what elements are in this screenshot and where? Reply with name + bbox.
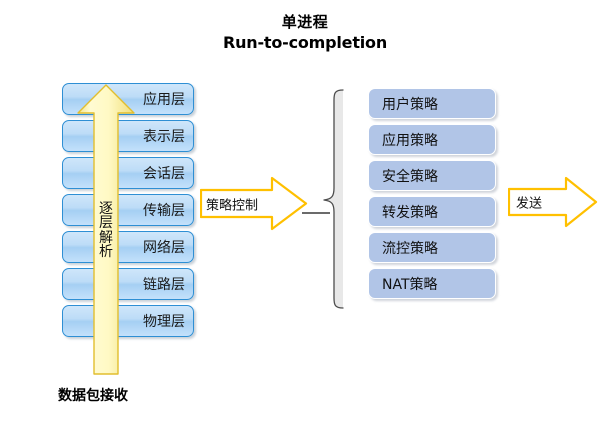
up-arrow-label: 逐 层 解 析 [76, 202, 136, 259]
policy-box-application[interactable]: 应用策略 [368, 124, 496, 155]
up-arrow-char: 解 [99, 229, 113, 246]
curly-brace-shape [323, 89, 344, 309]
layer-box-physical[interactable]: 物理层 [62, 305, 194, 337]
policy-label: 安全策略 [382, 168, 438, 185]
policy-group-brace [322, 88, 344, 310]
policy-label: 用户策略 [382, 96, 438, 113]
layer-box-presentation[interactable]: 表示层 [62, 120, 194, 152]
layer-parsing-up-arrow: 逐 层 解 析 [76, 84, 136, 376]
policy-box-security[interactable]: 安全策略 [368, 160, 496, 191]
layer-label: 传输层 [143, 203, 185, 219]
brace-connector-line [302, 200, 330, 214]
send-arrow-label: 发送 [516, 196, 543, 212]
policy-box-flow-control[interactable]: 流控策略 [368, 232, 496, 263]
policy-box-forwarding[interactable]: 转发策略 [368, 196, 496, 227]
policy-box-list: 用户策略 应用策略 安全策略 转发策略 流控策略 NAT策略 [368, 88, 496, 308]
layer-box-transport[interactable]: 传输层 [62, 194, 194, 226]
title-line-primary: 单进程 [281, 13, 329, 31]
policy-label: NAT策略 [382, 276, 438, 293]
layer-box-network[interactable]: 网络层 [62, 231, 194, 263]
up-arrow-char: 层 [99, 215, 113, 232]
layer-label: 网络层 [143, 240, 185, 256]
policy-box-nat[interactable]: NAT策略 [368, 268, 496, 299]
policy-control-arrow: 策略控制 [200, 176, 308, 231]
layer-label: 表示层 [143, 129, 185, 145]
policy-arrow-shape [200, 176, 308, 231]
diagram-title: 单进程 Run-to-completion [180, 12, 430, 54]
layer-label: 物理层 [143, 314, 185, 330]
title-line-secondary: Run-to-completion [222, 33, 388, 53]
osi-layer-stack: 应用层 表示层 会话层 传输层 网络层 链路层 物理层 [62, 83, 194, 345]
layer-label: 应用层 [143, 92, 185, 108]
policy-label: 转发策略 [382, 204, 438, 221]
layer-box-datalink[interactable]: 链路层 [62, 268, 194, 300]
send-arrow-shape [508, 176, 598, 228]
connector-shape [302, 212, 330, 214]
policy-label: 应用策略 [382, 132, 438, 149]
policy-arrow-label: 策略控制 [206, 198, 259, 213]
up-arrow-char: 析 [99, 243, 113, 260]
layer-box-session[interactable]: 会话层 [62, 157, 194, 189]
layer-label: 链路层 [143, 277, 185, 293]
policy-label: 流控策略 [382, 240, 438, 257]
up-arrow-shape [77, 84, 135, 375]
up-arrow-char: 逐 [99, 201, 113, 217]
send-arrow: 发送 [508, 176, 598, 228]
packet-receive-caption: 数据包接收 [58, 388, 128, 404]
policy-box-user[interactable]: 用户策略 [368, 88, 496, 119]
layer-label: 会话层 [143, 166, 185, 182]
